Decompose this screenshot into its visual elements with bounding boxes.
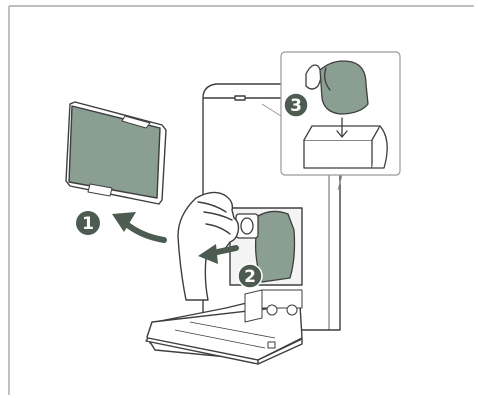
cover-removal-arrow-icon — [112, 212, 164, 240]
step-number-2: 2 — [244, 267, 256, 287]
step-number-1: 1 — [82, 214, 94, 234]
step-badge-3: 3 — [284, 93, 308, 117]
step-number-3: 3 — [290, 96, 302, 116]
removed-cover — [66, 102, 166, 204]
step-badge-1: 1 — [76, 211, 100, 235]
step-badge-2: 2 — [238, 264, 262, 288]
